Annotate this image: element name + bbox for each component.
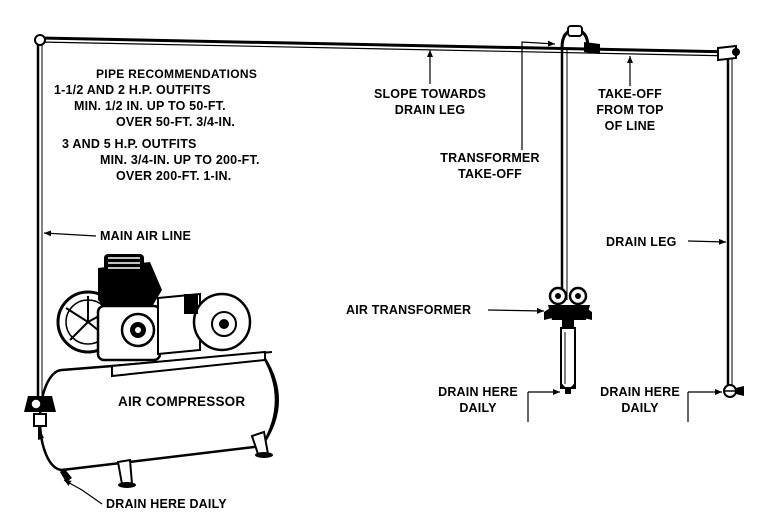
slope-label: SLOPE TOWARDS DRAIN LEG <box>360 86 500 118</box>
air-compressor <box>24 254 279 488</box>
transformer-take-off-label: TRANSFORMER TAKE-OFF <box>430 150 550 182</box>
take-off-top-line: OF LINE <box>604 119 656 133</box>
drain-leg-label: DRAIN LEG <box>606 235 677 249</box>
recommendation-line: 3 AND 5 H.P. OUTFITS <box>62 137 197 151</box>
air-compressor-label: AIR COMPRESSOR <box>118 394 246 409</box>
recommendation-line: 1-1/2 AND 2 H.P. OUTFITS <box>54 83 211 97</box>
main-air-line-label: MAIN AIR LINE <box>100 229 192 243</box>
drain-daily-right-label: DRAIN HERE DAILY <box>592 384 688 416</box>
drain-daily-right-line: DRAIN HERE <box>600 385 680 399</box>
slope-label-line: DRAIN LEG <box>394 103 466 117</box>
air-transformer-label: AIR TRANSFORMER <box>346 303 472 317</box>
drain-leg-pipe <box>717 44 744 398</box>
take-off-top-label: TAKE-OFF FROM TOP OF LINE <box>590 86 670 134</box>
transformer-take-off-line: TAKE-OFF <box>458 167 522 181</box>
slope-label-line: SLOPE TOWARDS <box>373 87 487 101</box>
take-off-top-line: FROM TOP <box>596 103 664 117</box>
transformer-take-off-line: TRANSFORMER <box>440 151 540 165</box>
main-air-line-pipe <box>34 34 736 398</box>
drain-daily-bottom-label: DRAIN HERE DAILY <box>106 497 227 511</box>
drain-daily-center-line: DRAIN HERE <box>438 385 518 399</box>
pipe-recommendations-block: PIPE RECOMMENDATIONS 1-1/2 AND 2 H.P. OU… <box>54 66 260 184</box>
recommendation-line: MIN. 3/4-IN. UP TO 200-FT. <box>100 153 260 167</box>
air-transformer <box>544 286 592 394</box>
leader-lines <box>43 40 727 505</box>
recommendation-line: OVER 200-FT. 1-IN. <box>116 169 232 183</box>
recommendation-line: OVER 50-FT. 3/4-IN. <box>116 115 236 129</box>
pipe-recommendations-title: PIPE RECOMMENDATIONS <box>96 67 258 81</box>
transformer-take-off-pipe <box>560 25 600 300</box>
drain-daily-center-label: DRAIN HERE DAILY <box>428 384 528 416</box>
drain-daily-right-line: DAILY <box>621 401 659 415</box>
drain-daily-center-line: DAILY <box>459 401 497 415</box>
take-off-top-line: TAKE-OFF <box>598 87 662 101</box>
recommendation-line: MIN. 1/2 IN. UP TO 50-FT. <box>74 99 226 113</box>
